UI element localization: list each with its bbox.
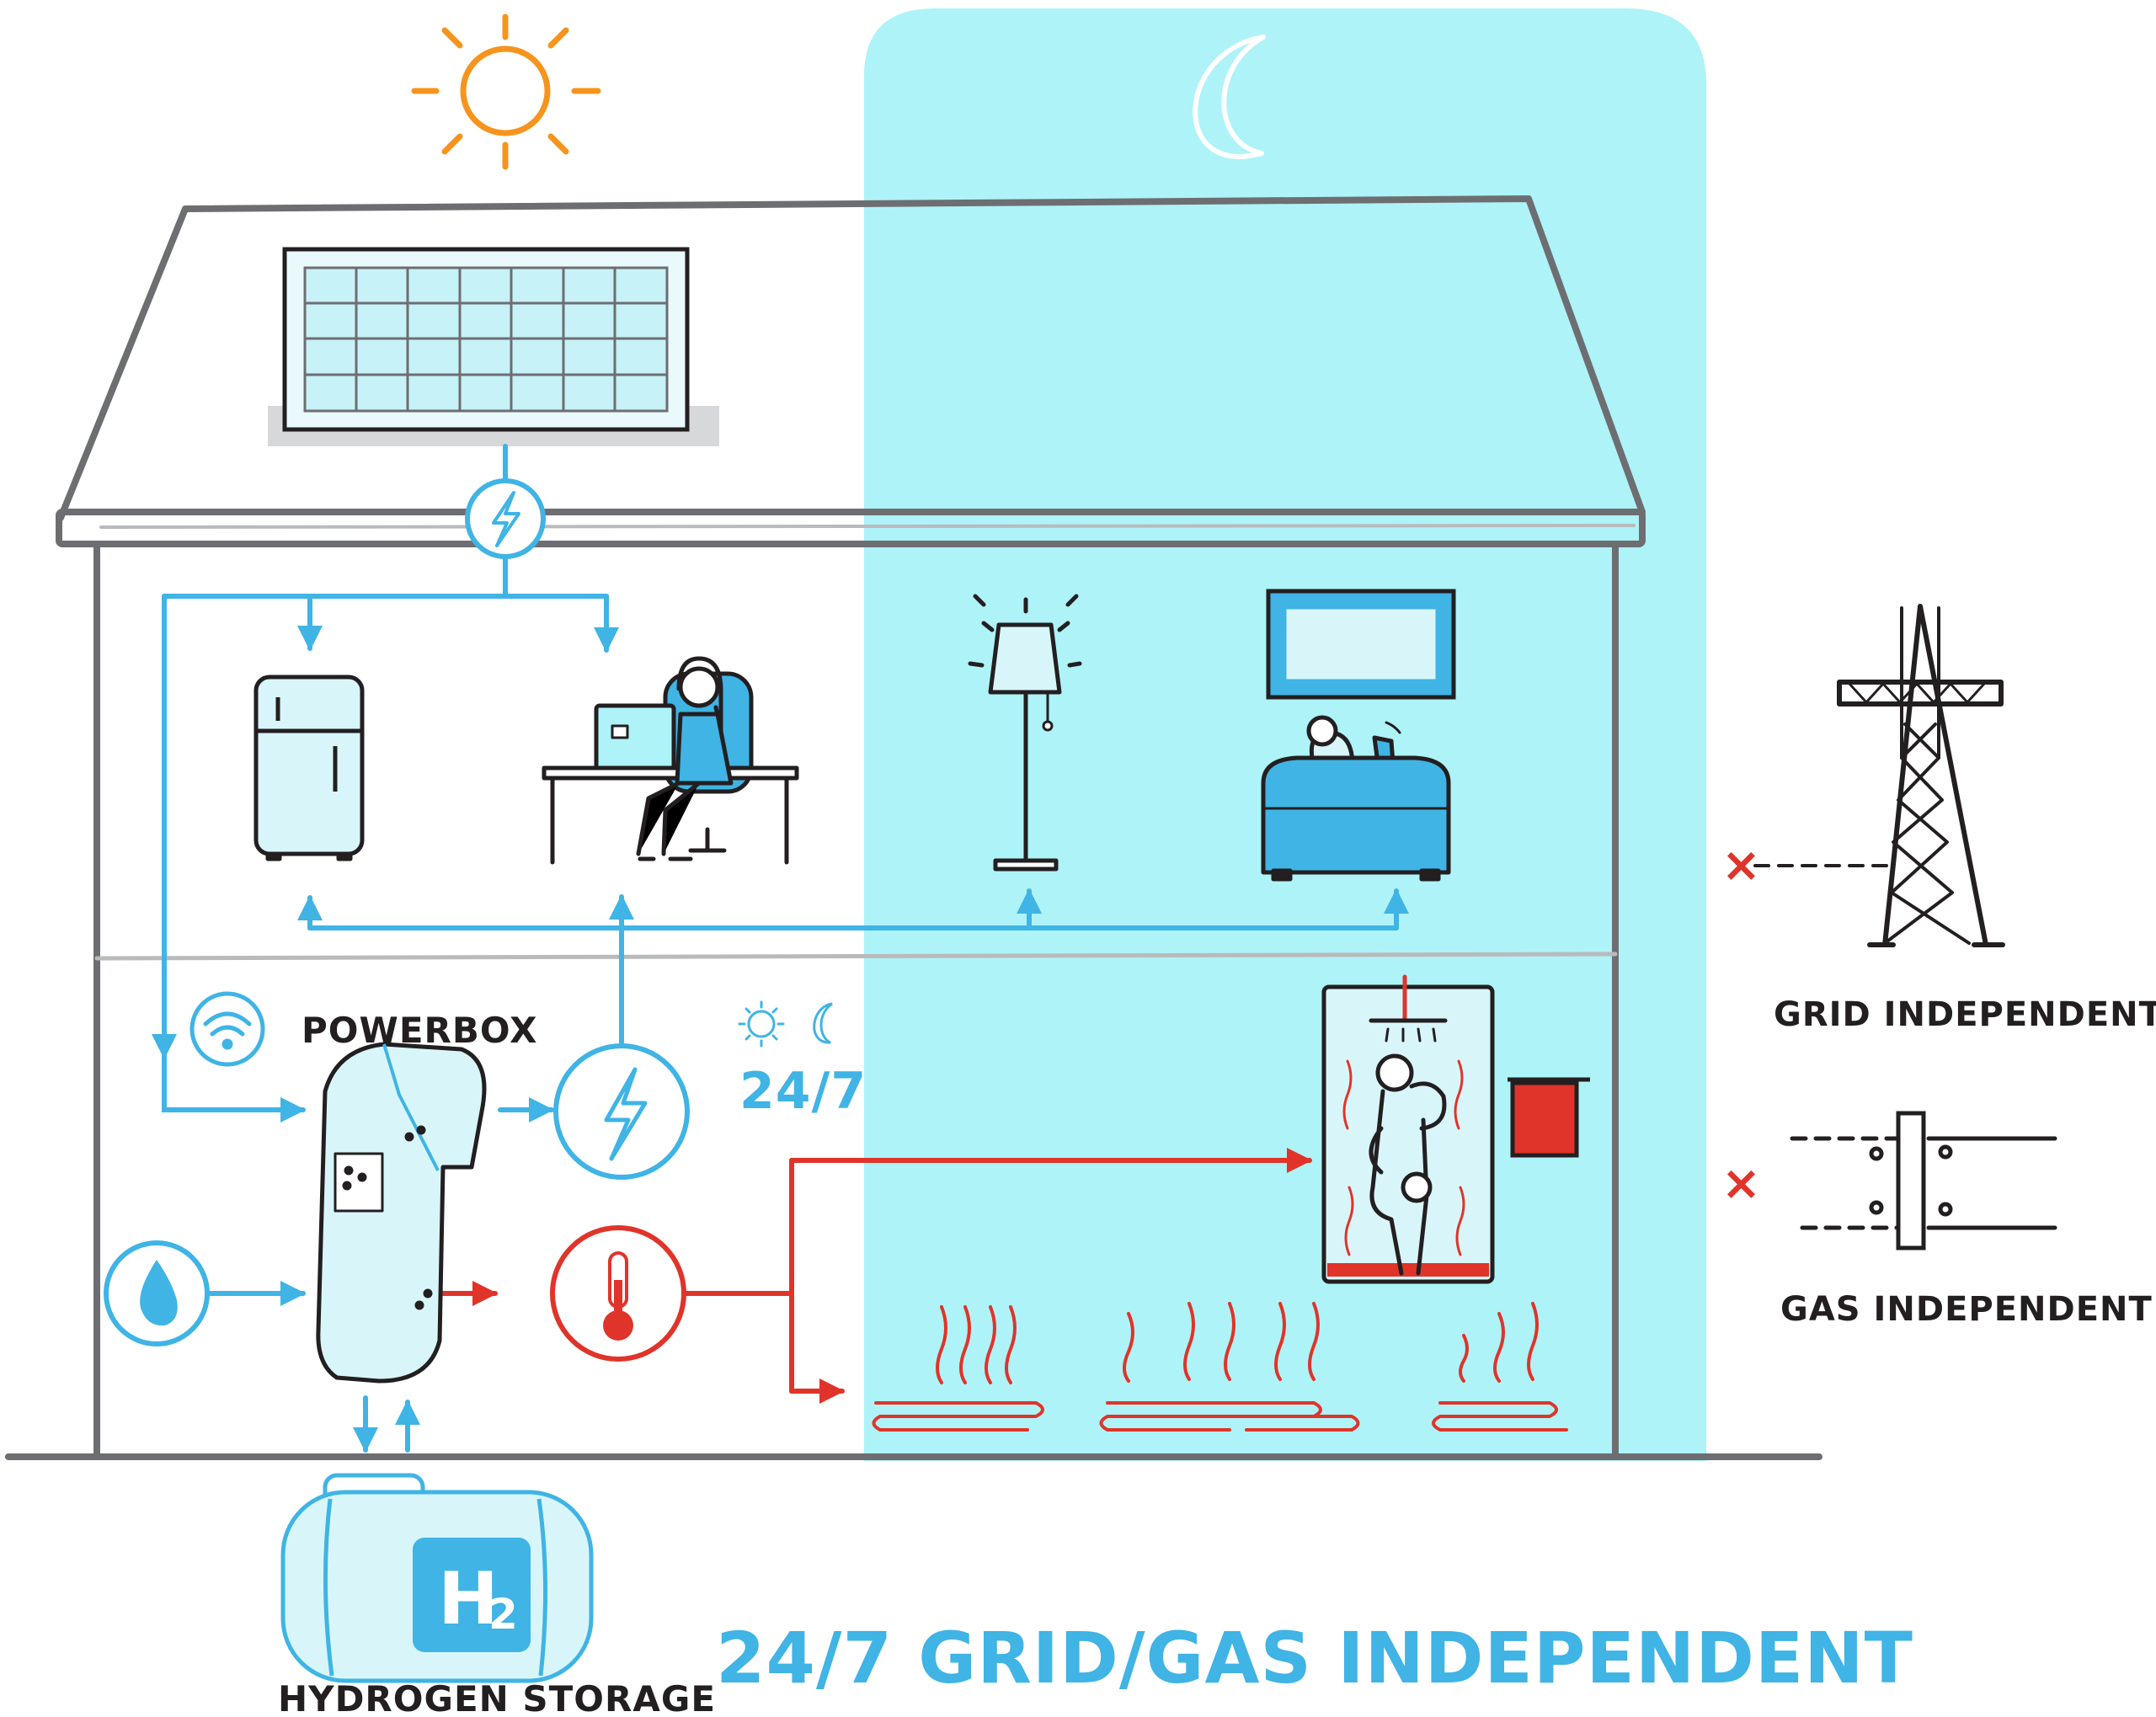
- heat-lines: [440, 1148, 1312, 1404]
- fridge-icon: [253, 675, 365, 861]
- thermometer-icon: [550, 1225, 686, 1362]
- lightning-icon: [465, 478, 546, 559]
- moon-icon: [1193, 35, 1266, 159]
- grid-disconnect-mark: ×: [1721, 838, 1762, 893]
- wifi-icon: [189, 991, 265, 1067]
- hydrogen-tank-icon: [280, 1473, 594, 1683]
- headline: 24/7 GRID/GAS INDEPENDENT: [716, 1617, 1913, 1699]
- electric-wiring: [152, 444, 1409, 1453]
- powerbox-unit: [316, 1042, 487, 1384]
- television-icon: [1266, 589, 1456, 700]
- powerbox-label: POWERBOX: [302, 1010, 537, 1051]
- gas-independent-label: GAS INDEPENDENT: [1780, 1290, 2153, 1329]
- h2-subscript: 2: [488, 1590, 519, 1639]
- water-drop-icon: [104, 1240, 210, 1346]
- day-night-icon: [738, 1000, 833, 1048]
- hydrogen-storage-label: HYDROGEN STORAGE: [278, 1678, 716, 1717]
- house-outline: [5, 195, 1822, 1460]
- night-zone: [864, 8, 1706, 1461]
- power-pylon-icon: [1753, 604, 2005, 947]
- always-on-label: 24/7: [739, 1062, 867, 1121]
- gas-pipe-icon: [1790, 1111, 2057, 1250]
- sofa-icon: [1261, 715, 1451, 882]
- gas-disconnect-mark: ×: [1721, 1156, 1762, 1211]
- grid-independent-label: GRID INDEPENDENT: [1774, 995, 2156, 1034]
- sun-icon: [411, 13, 601, 170]
- lightning-icon: [553, 1043, 690, 1180]
- floor-heating-icon: [872, 1302, 1568, 1432]
- h2-symbol: H: [438, 1557, 499, 1641]
- desk-worker-icon: [542, 656, 799, 865]
- towel-icon: [1508, 1077, 1590, 1158]
- floor-lamp-icon: [968, 594, 1082, 872]
- solar-panel-icon: [268, 247, 719, 446]
- shower-icon: [1321, 974, 1495, 1284]
